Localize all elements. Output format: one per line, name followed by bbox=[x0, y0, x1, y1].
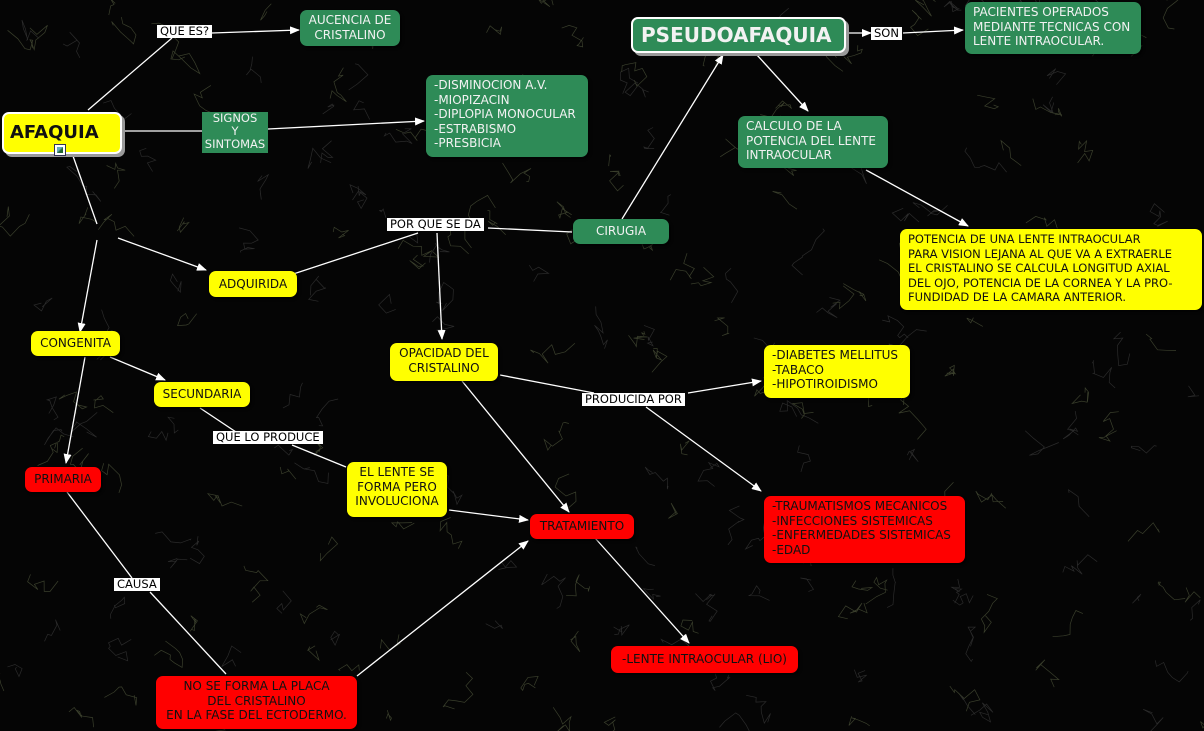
node-lente-involuciona[interactable]: EL LENTE SE FORMA PERO INVOLUCIONA bbox=[347, 462, 447, 517]
edge-son-pacientes bbox=[902, 26, 964, 35]
edge-producida-red bbox=[645, 406, 762, 492]
edge-calculo-potencia bbox=[865, 169, 969, 227]
edge-que-es-ausencia bbox=[211, 26, 300, 35]
image-attachment-icon[interactable] bbox=[54, 144, 66, 156]
node-causas-medicas[interactable]: -DIABETES MELLITUS -TABACO -HIPOTIROIDIS… bbox=[764, 345, 910, 398]
node-causas-traumaticas[interactable]: -TRAUMATISMOS MECANICOS -INFECCIONES SIS… bbox=[764, 496, 965, 563]
edge-junction-adquirida bbox=[117, 237, 207, 271]
node-placa-cristalino[interactable]: NO SE FORMA LA PLACA DEL CRISTALINO EN L… bbox=[156, 676, 357, 729]
node-tratamiento[interactable]: TRATAMIENTO bbox=[530, 514, 634, 539]
edge-pseudo-calculo bbox=[756, 54, 809, 112]
edge-porque-adquirida bbox=[271, 232, 419, 282]
edge-signos-list bbox=[267, 117, 425, 130]
edge-tratamiento-lio bbox=[594, 537, 690, 644]
edge-cirugia-porque bbox=[487, 227, 573, 233]
label-son: SON bbox=[871, 27, 902, 40]
node-pacientes[interactable]: PACIENTES OPERADOS MEDIANTE TECNICAS CON… bbox=[965, 2, 1141, 54]
edge-congenita-secundaria bbox=[109, 356, 166, 381]
node-potencia[interactable]: POTENCIA DE UNA LENTE INTRAOCULAR PARA V… bbox=[900, 229, 1202, 310]
edge-afaquia-junction bbox=[72, 155, 98, 225]
edge-secundaria-produce bbox=[199, 407, 237, 433]
node-ausencia-cristalino[interactable]: AUCENCIA DE CRISTALINO bbox=[300, 10, 400, 46]
label-que-es: QUE ES? bbox=[157, 25, 213, 38]
node-calculo[interactable]: CALCULO DE LA POTENCIA DEL LENTE INTRAOC… bbox=[738, 116, 888, 168]
edge-opacidad-producida bbox=[499, 374, 595, 394]
label-que-lo-produce: QUE LO PRODUCE bbox=[213, 431, 323, 444]
edge-cirugia-pseudo bbox=[621, 54, 724, 220]
node-primaria[interactable]: PRIMARIA bbox=[25, 467, 101, 492]
node-pseudoafaquia[interactable]: PSEUDOAFAQUIA bbox=[631, 17, 846, 53]
label-producida-por: PRODUCIDA POR bbox=[582, 393, 685, 406]
node-adquirida[interactable]: ADQUIRIDA bbox=[209, 271, 297, 297]
node-signos-list[interactable]: -DISMINOCION A.V. -MIOPIZACIN -DIPLOPIA … bbox=[426, 75, 588, 157]
edge-producida-med bbox=[687, 378, 762, 394]
edge-congenita-primaria bbox=[63, 356, 86, 464]
edge-afaquia-que-es bbox=[87, 37, 173, 111]
node-cirugia[interactable]: CIRUGIA bbox=[573, 219, 669, 244]
label-signos-sintomas: SIGNOS Y SINTOMAS bbox=[202, 112, 268, 153]
edge-lente-tratamiento bbox=[448, 509, 529, 523]
edge-porque-opacidad bbox=[436, 232, 446, 340]
label-causa: CAUSA bbox=[114, 578, 160, 591]
node-lio[interactable]: -LENTE INTRAOCULAR (LIO) bbox=[611, 646, 798, 673]
node-opacidad[interactable]: OPACIDAD DEL CRISTALINO bbox=[390, 343, 498, 381]
node-secundaria[interactable]: SECUNDARIA bbox=[154, 382, 250, 407]
edge-opacidad-tratamiento bbox=[461, 380, 570, 513]
edge-junction-congenita bbox=[77, 239, 98, 333]
node-congenita[interactable]: CONGENITA bbox=[31, 331, 120, 356]
edge-placa-tratamiento bbox=[356, 540, 529, 677]
edge-primaria-causa bbox=[66, 491, 133, 579]
label-por-que-se-da: POR QUE SE DA bbox=[387, 218, 484, 231]
edge-produce-lente bbox=[291, 444, 347, 468]
edge-causa-placa bbox=[149, 591, 227, 675]
